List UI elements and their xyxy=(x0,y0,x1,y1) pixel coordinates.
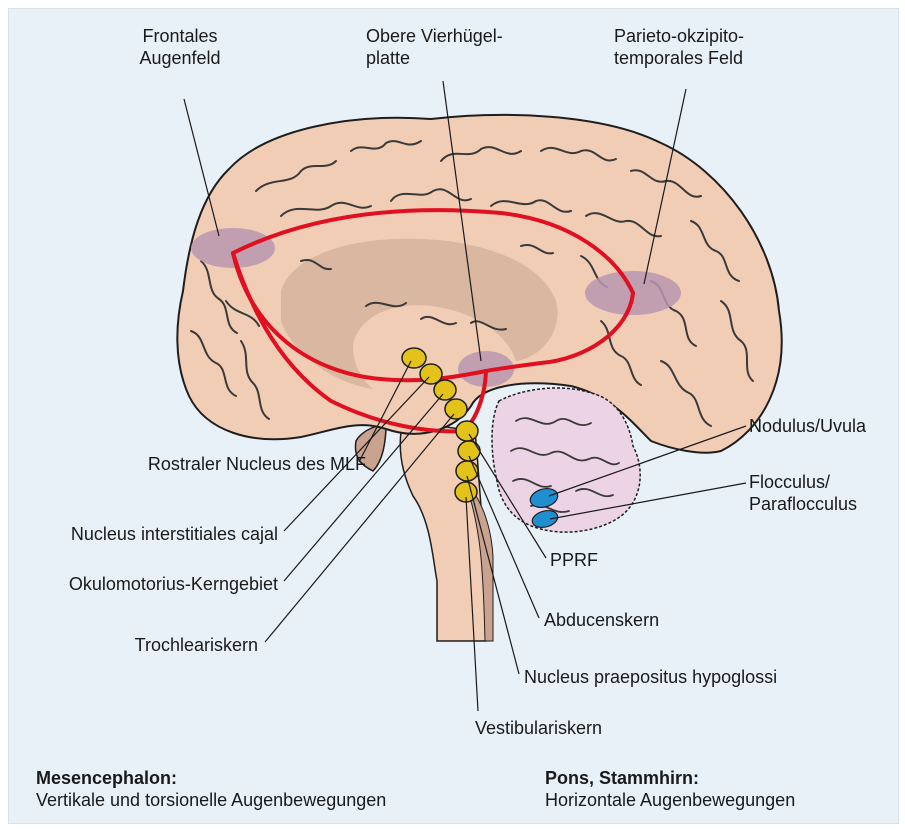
label-abducens: Abducenskern xyxy=(544,609,659,631)
diagram-figure: Frontales Augenfeld Obere Vierhügel- pla… xyxy=(8,8,899,824)
nucleus-pprf xyxy=(456,421,478,441)
label-colliculus-line2: platte xyxy=(366,47,503,69)
label-nodulus-uvula: Nodulus/Uvula xyxy=(749,415,866,437)
caption-pons: Pons, Stammhirn: Horizontale Augenbewegu… xyxy=(545,767,795,811)
label-trochlear: Trochleariskern xyxy=(135,634,258,656)
label-flocculus-line2: Paraflocculus xyxy=(749,493,857,515)
label-frontal-line1: Frontales xyxy=(110,25,250,47)
nucleus-rostral-mlf xyxy=(402,348,426,368)
label-pprf: PPRF xyxy=(550,549,598,571)
nucleus-abducens xyxy=(458,441,480,461)
label-parieto-line2: temporales Feld xyxy=(614,47,744,69)
cerebellum xyxy=(492,388,640,532)
label-praepositus: Nucleus praepositus hypoglossi xyxy=(524,666,777,688)
label-rostral-nucleus: Rostraler Nucleus des MLF xyxy=(148,453,366,475)
label-parieto-line1: Parieto-okzipito- xyxy=(614,25,744,47)
caption-pons-title: Pons, Stammhirn: xyxy=(545,767,795,789)
label-frontal-line2: Augenfeld xyxy=(110,47,250,69)
label-oculomotor: Okulomotorius-Kerngebiet xyxy=(69,573,278,595)
label-parieto-field: Parieto-okzipito- temporales Feld xyxy=(614,25,744,69)
nucleus-oculomotor xyxy=(434,380,456,400)
nucleus-trochlear xyxy=(445,399,467,419)
label-frontal-eye-field: Frontales Augenfeld xyxy=(110,25,250,69)
label-vestibular: Vestibulariskern xyxy=(475,717,602,739)
caption-mesencephalon-text: Vertikale und torsionelle Augenbewegunge… xyxy=(36,789,386,811)
caption-pons-text: Horizontale Augenbewegungen xyxy=(545,789,795,811)
label-flocculus-line1: Flocculus/ xyxy=(749,471,857,493)
label-superior-colliculus: Obere Vierhügel- platte xyxy=(366,25,503,69)
frontal-eye-field xyxy=(191,228,275,268)
label-flocculus: Flocculus/ Paraflocculus xyxy=(749,471,857,515)
caption-mesencephalon-title: Mesencephalon: xyxy=(36,767,386,789)
label-interstitial-nucleus: Nucleus interstitiales cajal xyxy=(71,523,278,545)
caption-mesencephalon: Mesencephalon: Vertikale und torsionelle… xyxy=(36,767,386,811)
label-colliculus-line1: Obere Vierhügel- xyxy=(366,25,503,47)
